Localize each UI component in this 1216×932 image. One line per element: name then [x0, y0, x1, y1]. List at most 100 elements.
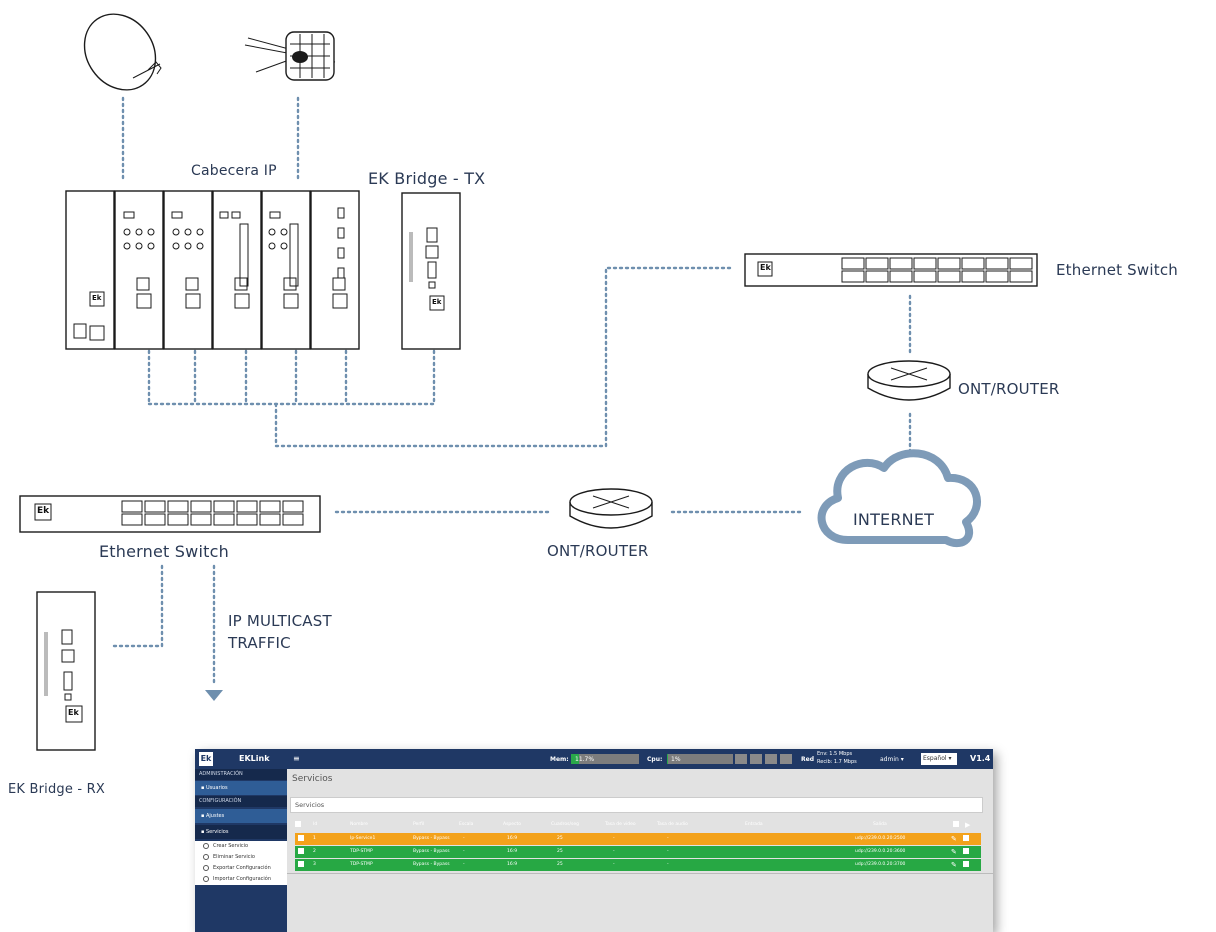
header-checkbox[interactable] [953, 819, 959, 831]
internet-label: INTERNET [853, 510, 935, 529]
switch-port [889, 270, 913, 283]
switch-port [889, 257, 913, 270]
table-cell: Ip-Service1 [350, 836, 376, 841]
header-escala: Escala [459, 822, 474, 827]
router-bottom-icon [569, 488, 653, 529]
ek-logo: Ek [68, 708, 79, 717]
ek-logo: Ek [432, 298, 442, 306]
cpu-core-bar [780, 754, 792, 764]
submenu-crear-servicio[interactable]: Crear Servicio [195, 841, 287, 852]
table-cell: - [667, 862, 669, 867]
switch-port [236, 500, 258, 513]
table-cell: - [613, 836, 615, 841]
switch-port [961, 270, 985, 283]
switch-port [213, 513, 235, 526]
ek-logo: Ek [37, 506, 50, 516]
switch-port [167, 500, 189, 513]
ek-logo: Ek [760, 263, 771, 272]
panel-title: Servicios [290, 797, 983, 813]
user-menu[interactable]: admin ▾ [880, 756, 904, 763]
switch-port [841, 270, 865, 283]
table-cell: Bypass - Bypass [413, 849, 450, 854]
gear-icon: ▪ [201, 813, 206, 819]
submenu-exportar-configuracion[interactable]: Exportar Configuración [195, 863, 287, 874]
router-top-label: ONT/ROUTER [958, 380, 1060, 398]
table-divider [287, 873, 993, 874]
switch-port [282, 513, 304, 526]
page-title: Servicios [292, 774, 333, 784]
switch-port [865, 270, 889, 283]
submenu-eliminar-servicio[interactable]: Eliminar Servicio [195, 852, 287, 863]
switch-port [937, 257, 961, 270]
bridge-tx-label: EK Bridge - TX [368, 169, 486, 188]
row-select-box[interactable] [963, 846, 969, 858]
switch-top-device [744, 253, 1038, 287]
row-checkbox[interactable] [298, 846, 304, 858]
row-select-box[interactable] [963, 859, 969, 871]
select-all-checkbox[interactable] [295, 819, 301, 831]
sidebar-item-servicios[interactable]: ▪ Servicios [195, 825, 287, 839]
switch-port [985, 257, 1009, 270]
row-checkbox[interactable] [298, 833, 304, 845]
switch-port [282, 500, 304, 513]
switch-port [144, 513, 166, 526]
table-cell: - [463, 862, 465, 867]
switch-top-label: Ethernet Switch [1056, 261, 1178, 279]
multicast-arrow-icon [205, 690, 223, 701]
top-bar: Ek EKLink ≡ Mem: 11.7% Cpu: 1% Red Env: … [195, 749, 993, 769]
router-bottom-label: ONT/ROUTER [547, 542, 649, 560]
switch-port [144, 500, 166, 513]
switch-port [913, 270, 937, 283]
ek-logo: Ek [92, 294, 102, 302]
cpu-value: 1% [671, 756, 681, 763]
table-header: Id Nombre Perfil Escala Aspecto Cuadros/… [295, 819, 981, 831]
table-cell: Bypass - Bypass [413, 862, 450, 867]
switch-port [937, 270, 961, 283]
switch-port [259, 513, 281, 526]
sidebar-item-ajustes[interactable]: ▪ Ajustes [195, 809, 287, 823]
menu-icon[interactable]: ≡ [293, 754, 300, 763]
router-top-icon [867, 360, 951, 401]
edit-icon[interactable]: ✎ [951, 835, 957, 843]
switch-port [121, 513, 143, 526]
header-nombre: Nombre [350, 822, 368, 827]
cloud-icon [817, 449, 981, 548]
table-cell: 3 [313, 862, 316, 867]
mem-label: Mem: [550, 756, 569, 763]
mem-value: 11.7% [575, 756, 595, 763]
edit-icon[interactable]: ✎ [951, 861, 957, 869]
header-id: Id [313, 822, 318, 827]
play-icon[interactable]: ▶ [965, 821, 971, 829]
switch-port [913, 257, 937, 270]
sidebar-section-admin: ADMINISTRACIÓN [195, 769, 287, 780]
eklink-screenshot: Ek EKLink ≡ Mem: 11.7% Cpu: 1% Red Env: … [195, 749, 993, 932]
sidebar-item-usuarios[interactable]: ▪ Usuarios [195, 781, 287, 795]
version-label: V1.4 [970, 754, 991, 763]
switch-port [213, 500, 235, 513]
switch-port [841, 257, 865, 270]
submenu-importar-configuracion[interactable]: Importar Configuración [195, 874, 287, 885]
edit-icon[interactable]: ✎ [951, 848, 957, 856]
sidebar: ADMINISTRACIÓN ▪ Usuarios CONFIGURACIÓN … [195, 769, 287, 932]
switch-port [985, 270, 1009, 283]
video-icon: ▪ [201, 829, 206, 835]
mem-bar [571, 754, 639, 764]
headend-label: Cabecera IP [191, 163, 277, 179]
table-cell: - [463, 836, 465, 841]
table-cell: udp://239.0.0.20:3600 [855, 849, 906, 854]
header-cuadros: Cuadros/seg [551, 822, 579, 827]
table-cell: 1 [313, 836, 316, 841]
language-select[interactable]: Español ▾ [921, 753, 957, 765]
row-select-box[interactable] [963, 833, 969, 845]
header-perfil: Perfil [413, 822, 425, 827]
row-checkbox[interactable] [298, 859, 304, 871]
header-tasa-video: Tasa de video [605, 822, 636, 827]
table-cell: 16:9 [507, 836, 518, 841]
cpu-core-bar [765, 754, 777, 764]
satellite-dish-icon [83, 13, 162, 91]
switch-port [236, 513, 258, 526]
